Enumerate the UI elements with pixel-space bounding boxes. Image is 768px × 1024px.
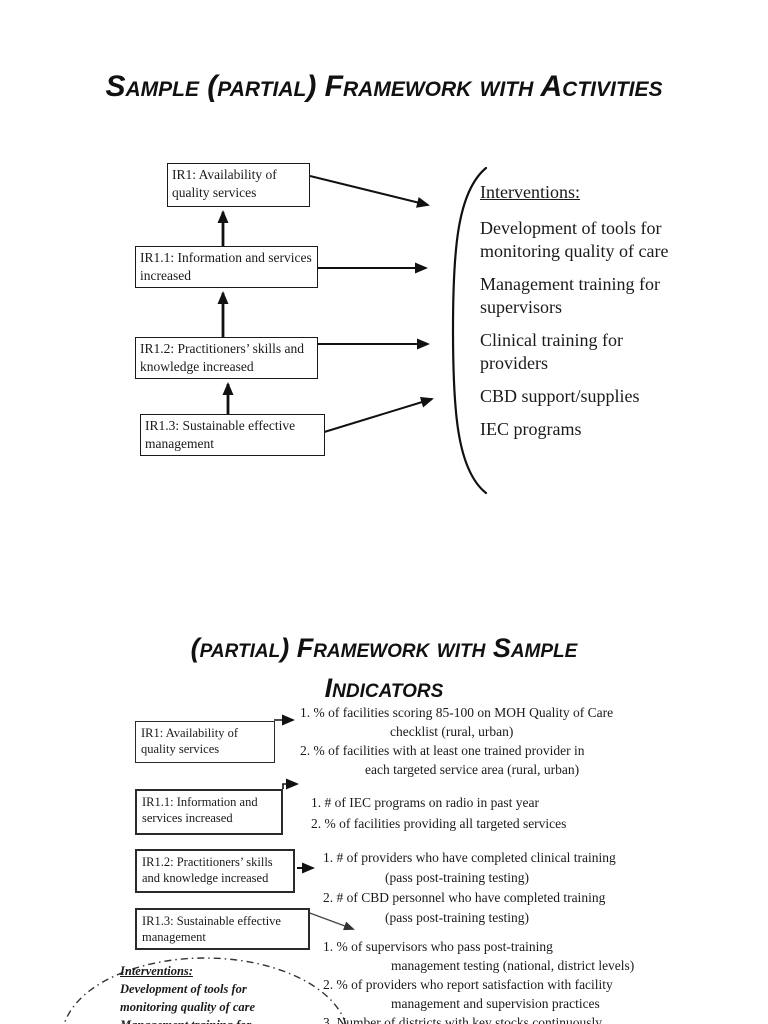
indicator-box-ir1: IR1: Availability of quality services [135,721,275,763]
slide1-title: Sample (partial) Framework with Activiti… [105,70,663,103]
indicator-line: (pass post-training testing) [385,910,529,925]
indicator-list-ir1-1: 1. # of IEC programs on radio in past ye… [311,792,566,834]
ellipse-line: Development of tools for [120,982,247,996]
arrow-ir1-to-interventions [309,175,430,208]
ellipse-line: Management training for [120,1016,310,1024]
arrow-ir13-to-indicators [306,911,355,931]
indicator-line: 1. % of facilities scoring 85-100 on MOH… [300,705,614,720]
ellipse-line: monitoring quality of care [120,1000,256,1014]
indicator-list-ir1-3: 1. % of supervisors who pass post-traini… [323,937,634,1024]
intervention-item: Management training for supervisors [480,274,660,317]
indicator-line: 1. % of supervisors who pass post-traini… [323,939,553,954]
indicator-line: 2. % of facilities with at least one tra… [300,743,585,758]
intervention-item: Clinical training for providers [480,330,623,373]
indicator-line: checklist (rural, urban) [390,724,514,739]
indicator-line: 1. # of IEC programs on radio in past ye… [311,795,539,810]
arrow-ir11-to-indicators [282,778,299,790]
ellipse-heading: Interventions: [120,964,193,978]
intervention-item: CBD support/supplies [480,386,640,406]
intervention-item: IEC programs [480,419,582,439]
flow-box-ir1: IR1: Availability of quality services [167,163,310,207]
indicator-line: 2. # of CBD personnel who have completed… [323,890,606,905]
indicator-line: (pass post-training testing) [385,870,529,885]
slide2-title: (partial) Framework with Sample Indicato… [0,628,768,708]
interventions-brace [451,166,488,495]
flow-box-ir1-3: IR1.3: Sustainable effective management [140,414,325,456]
interventions-list: Interventions: Development of tools for … [480,182,680,451]
indicator-line: 3. Number of districts with key stocks c… [323,1015,602,1024]
indicator-box-ir1-2: IR1.2: Practitioners’ skills and knowled… [135,849,295,893]
intervention-item: Development of tools for monitoring qual… [480,218,669,261]
arrow-ir13-to-interventions [320,396,434,434]
indicator-box-ir1-1: IR1.1: Information and services increase… [135,789,283,835]
indicator-line: management and supervision practices [391,996,600,1011]
flow-box-ir1-2: IR1.2: Practitioners’ skills and knowled… [135,337,318,379]
indicator-line: management testing (national, district l… [391,958,635,973]
indicator-line: 2. % of facilities providing all targete… [311,816,567,831]
indicator-line: each targeted service area (rural, urban… [365,762,580,777]
slide2-title-line1: (partial) Framework with Sample [190,633,578,663]
ellipse-interventions-note: Interventions: Development of tools for … [120,962,310,1024]
indicator-list-ir1-2: 1. # of providers who have completed cli… [323,848,616,928]
indicator-line: 1. # of providers who have completed cli… [323,850,616,865]
slide2-title-line2: Indicators [324,673,444,703]
flow-box-ir1-1: IR1.1: Information and services increase… [135,246,318,288]
indicator-line: 2. % of providers who report satisfactio… [323,977,613,992]
indicator-list-ir1: 1. % of facilities scoring 85-100 on MOH… [300,703,613,779]
interventions-heading: Interventions: [480,182,580,202]
indicator-box-ir1-3: IR1.3: Sustainable effective management [135,908,310,950]
